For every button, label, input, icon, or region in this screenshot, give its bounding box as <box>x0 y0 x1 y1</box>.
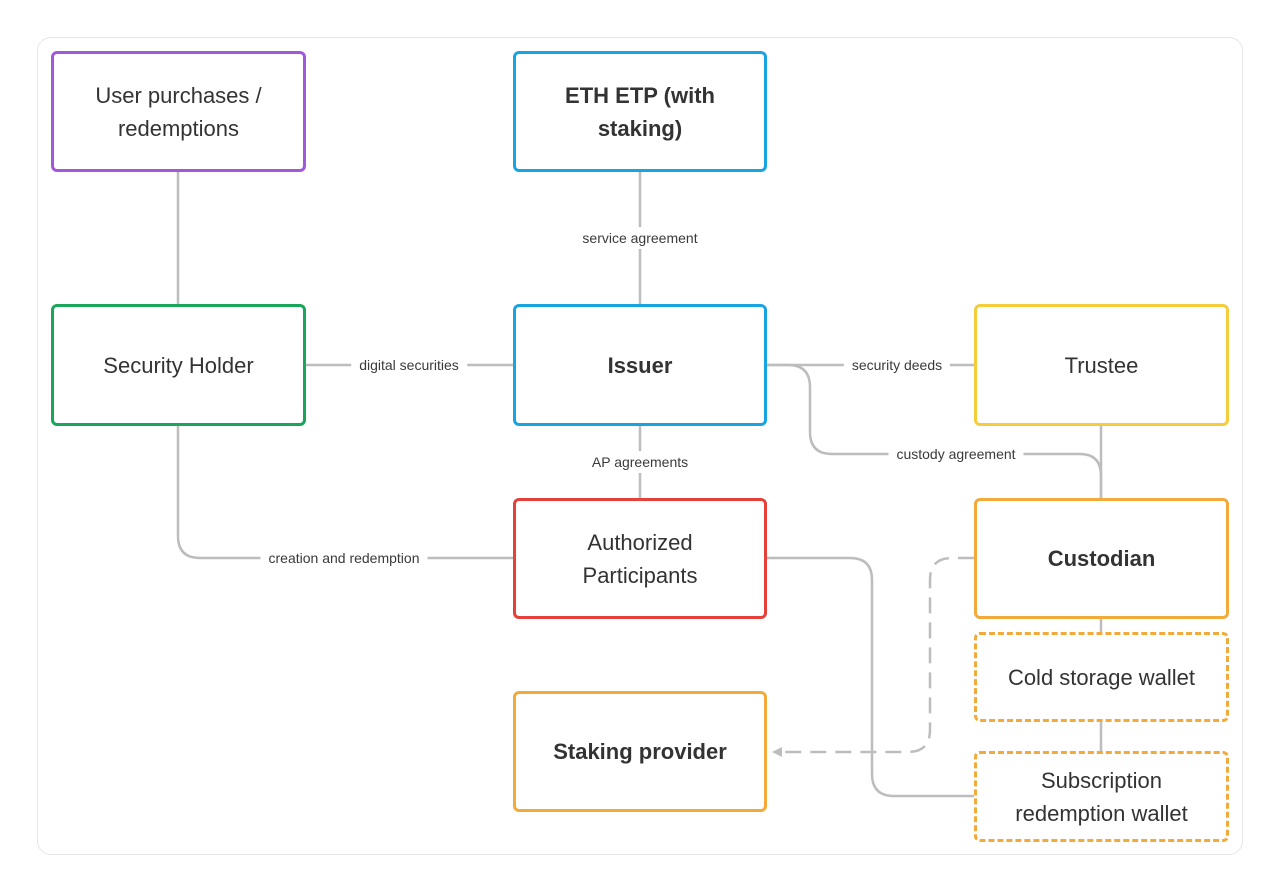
staking-provider-label: Staking provider <box>553 739 727 764</box>
issuer-label: Issuer <box>607 352 673 378</box>
edge-label-service-agreement: service agreement <box>574 227 706 249</box>
trustee-node[interactable]: Trustee <box>974 304 1229 426</box>
subscription-wallet-label: Subscription redemption wallet <box>1015 767 1188 826</box>
edge-label-digital-securities: digital securities <box>351 354 467 376</box>
trustee-label: Trustee <box>1064 352 1139 378</box>
issuer-node[interactable]: Issuer <box>513 304 767 426</box>
user-purchases-node[interactable]: User purchases / redemptions <box>51 51 306 172</box>
edge-label-security-deeds: security deeds <box>843 354 951 376</box>
connector-custodian-to-staking <box>772 556 974 757</box>
cold-storage-wallet-node[interactable]: Cold storage wallet <box>974 632 1229 722</box>
eth-etp-label: ETH ETP (with staking) <box>565 82 715 141</box>
user-purchases-label: User purchases / redemptions <box>95 82 262 141</box>
authorized-participants-node[interactable]: Authorized Participants <box>513 498 767 619</box>
authorized-participants-label: Authorized Participants <box>582 529 698 588</box>
staking-provider-node[interactable]: Staking provider <box>513 691 767 812</box>
connector-ap-to-subscription-wallet <box>767 556 974 798</box>
edge-label-custody-agreement: custody agreement <box>888 443 1024 465</box>
custodian-node[interactable]: Custodian <box>974 498 1229 619</box>
subscription-wallet-node[interactable]: Subscription redemption wallet <box>974 751 1229 842</box>
security-holder-node[interactable]: Security Holder <box>51 304 306 426</box>
security-holder-label: Security Holder <box>103 352 254 378</box>
eth-etp-node[interactable]: ETH ETP (with staking) <box>513 51 767 172</box>
cold-storage-wallet-label: Cold storage wallet <box>1007 664 1196 690</box>
edge-label-ap-agreements: AP agreements <box>583 451 697 473</box>
edge-label-creation-and-redemption: creation and redemption <box>260 547 428 569</box>
connector-issuer-to-custodian <box>767 363 1103 498</box>
custodian-label: Custodian <box>1047 546 1156 571</box>
connector-holder-to-ap <box>176 426 513 560</box>
